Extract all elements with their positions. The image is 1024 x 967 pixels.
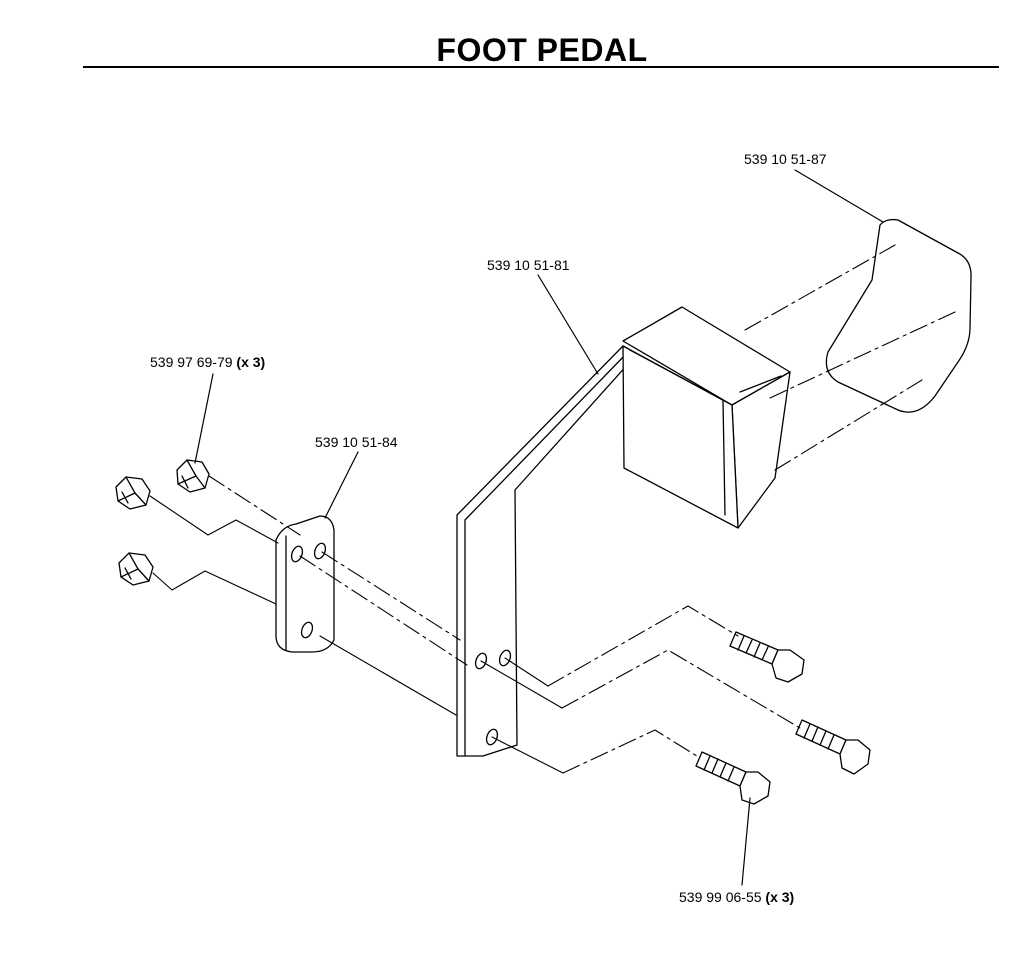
pedal-box-lip	[722, 399, 726, 516]
pedal-arm-edge	[464, 352, 628, 521]
arm-hole	[498, 649, 512, 667]
callout-plate: 539 10 51-84	[315, 434, 398, 450]
bolt-part	[795, 719, 871, 775]
routing-line	[149, 495, 279, 544]
leader-line-pad	[794, 169, 884, 223]
leader-line-bolt	[741, 797, 751, 886]
part-number-plate: 539 10 51-84	[315, 434, 398, 450]
nut-part	[176, 459, 210, 493]
pedal-arm-part	[456, 306, 791, 757]
assembly-line	[769, 311, 956, 399]
leader-line-pedal-arm	[537, 274, 599, 375]
plate-hole	[313, 542, 327, 560]
leader-line-nut	[194, 373, 214, 464]
plate-hole	[290, 545, 304, 563]
assembly-line	[561, 649, 801, 729]
pedal-box-lip	[739, 375, 782, 393]
foot-pad-part	[825, 218, 972, 413]
nut-part	[118, 552, 154, 586]
arm-hole	[485, 728, 499, 746]
page-title: FOOT PEDAL	[436, 32, 648, 68]
bolt-part	[729, 631, 805, 683]
callout-pedal-arm: 539 10 51-81	[487, 257, 570, 273]
callout-pad: 539 10 51-87	[744, 151, 827, 167]
plate-hole	[300, 621, 314, 639]
assembly-line	[208, 475, 301, 536]
assembly-line	[321, 551, 461, 641]
assembly-line	[562, 729, 701, 774]
assembly-lines	[208, 244, 956, 774]
assembly-line	[774, 379, 923, 471]
pedal-box-lip	[629, 349, 724, 401]
assembly-line	[299, 555, 468, 666]
leader-lines	[194, 169, 884, 886]
routing-line	[152, 570, 277, 605]
assembly-line	[744, 244, 896, 331]
clamp-plate-part	[275, 515, 335, 653]
nut-part	[115, 476, 151, 510]
routing-lines	[149, 495, 564, 774]
routing-line	[504, 657, 549, 687]
callout-bolt: 539 99 06-55 (x 3)	[679, 889, 794, 905]
part-qty-bolt: (x 3)	[765, 889, 795, 905]
routing-line	[491, 736, 564, 774]
part-number-nut: 539 97 69-79	[150, 354, 233, 370]
routing-line	[319, 635, 457, 716]
title-rule	[83, 66, 999, 68]
assembly-line	[547, 605, 739, 687]
part-qty-nut: (x 3)	[236, 354, 266, 370]
callout-nut: 539 97 69-79 (x 3)	[150, 354, 265, 370]
part-number-pedal-arm: 539 10 51-81	[487, 257, 570, 273]
routing-line	[480, 660, 563, 709]
part-number-pad: 539 10 51-87	[744, 151, 827, 167]
leader-line-plate	[324, 451, 359, 519]
arm-hole	[474, 652, 488, 670]
part-number-bolt: 539 99 06-55	[679, 889, 762, 905]
bolt-part	[695, 751, 771, 805]
